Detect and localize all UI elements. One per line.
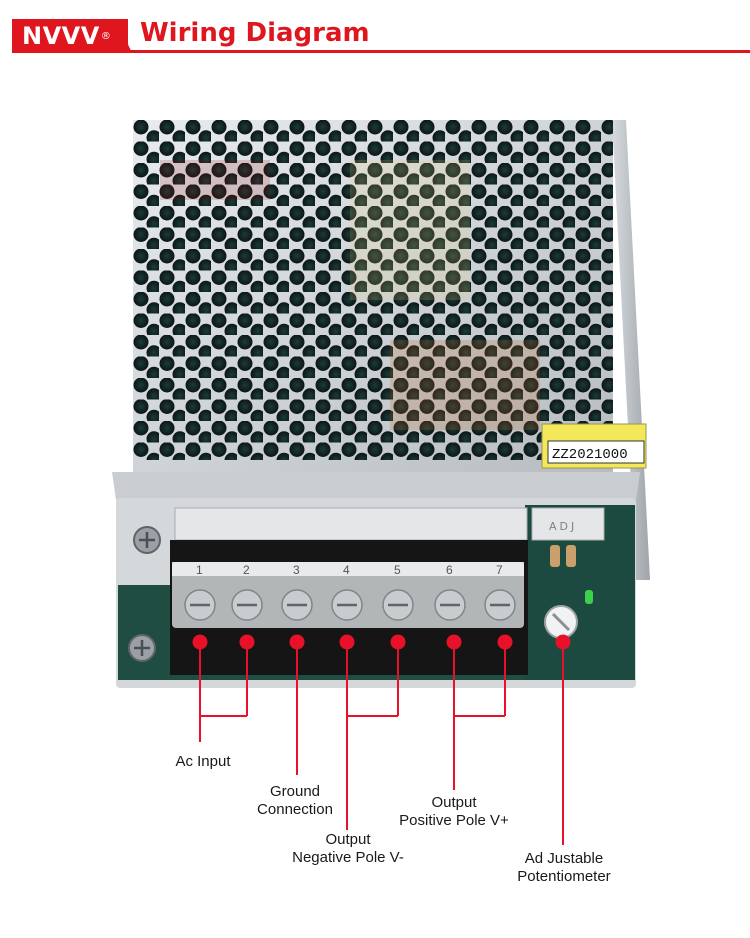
terminal-number: 4: [343, 563, 350, 577]
terminal-cover-highlight: [172, 562, 524, 576]
internal-warm-area: [350, 160, 470, 300]
label-pot-line2: Potentiometer: [517, 868, 611, 885]
internal-copper-coil: [390, 340, 540, 430]
label-ac-input: Ac Input: [166, 753, 240, 771]
terminal-number: 6: [446, 563, 453, 577]
marker-dot: [390, 634, 406, 650]
terminal-label-strip: [174, 507, 528, 541]
terminal-number: 1: [196, 563, 203, 577]
marker-dot: [446, 634, 462, 650]
label-ground-line2: Connection: [257, 801, 333, 818]
internal-red-component: [160, 160, 270, 200]
terminal-number: 7: [496, 563, 503, 577]
led-indicator: [585, 590, 593, 604]
marker-dot: [555, 634, 571, 650]
marker-dot: [497, 634, 513, 650]
label-output-negative: Output Negative Pole V-: [282, 831, 414, 867]
marker-dot: [339, 634, 355, 650]
label-negative-line1: Output: [325, 831, 371, 848]
label-positive-line1: Output: [431, 794, 477, 811]
terminal-number: 2: [243, 563, 250, 577]
terminal-markers: [192, 634, 571, 650]
label-potentiometer: Ad Justable Potentiometer: [508, 850, 620, 886]
label-ground-connection: Ground Connection: [244, 783, 346, 819]
header: NVVV® Wiring Diagram: [0, 0, 750, 60]
sticker-text-box: [547, 440, 645, 464]
header-rule: [12, 50, 750, 53]
enclosure-front-lip: [112, 472, 640, 500]
page-title: Wiring Diagram: [140, 18, 370, 48]
label-positive-line2: Positive Pole V+: [399, 812, 509, 829]
resistor: [550, 545, 560, 567]
marker-dot: [239, 634, 255, 650]
label-ground-line1: Ground: [269, 783, 321, 800]
adj-label-box: [531, 507, 605, 541]
label-output-positive: Output Positive Pole V+: [392, 794, 516, 830]
callout-lines: [199, 642, 564, 845]
sticker-text: ZZ2021000: [552, 447, 628, 463]
label-ac-input-text: Ac Input: [175, 753, 231, 770]
brand-logo: NVVV®: [12, 19, 128, 53]
label-pot-line1: Ad Justable: [524, 850, 604, 867]
terminal-number: 5: [394, 563, 401, 577]
registered-mark: ®: [100, 31, 112, 42]
resistor: [566, 545, 576, 567]
adj-label: ADJ: [549, 520, 577, 533]
marker-dot: [289, 634, 305, 650]
vent-holes: [133, 120, 613, 460]
marker-dot: [192, 634, 208, 650]
terminal-number: 3: [293, 563, 300, 577]
label-negative-line2: Negative Pole V-: [292, 849, 404, 866]
brand-name: NVVV: [22, 22, 100, 50]
